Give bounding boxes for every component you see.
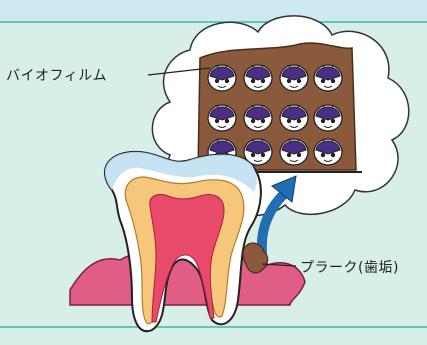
bacteria-face-icon xyxy=(314,65,342,91)
plaque-label: プラーク(歯垢) xyxy=(300,257,399,277)
bacteria-face-icon xyxy=(314,105,342,131)
bacteria-face-icon xyxy=(280,105,308,131)
bacteria-face-icon xyxy=(280,139,308,165)
bacteria-face-icon xyxy=(244,105,272,131)
bacteria-face-icon xyxy=(314,139,342,165)
bacteria-face-icon xyxy=(208,65,236,91)
top-band xyxy=(0,0,427,22)
biofilm-label: バイオフィルム xyxy=(6,65,107,85)
bacteria-face-icon xyxy=(208,105,236,131)
bacteria-face-icon xyxy=(280,65,308,91)
bacteria-face-icon xyxy=(244,65,272,91)
